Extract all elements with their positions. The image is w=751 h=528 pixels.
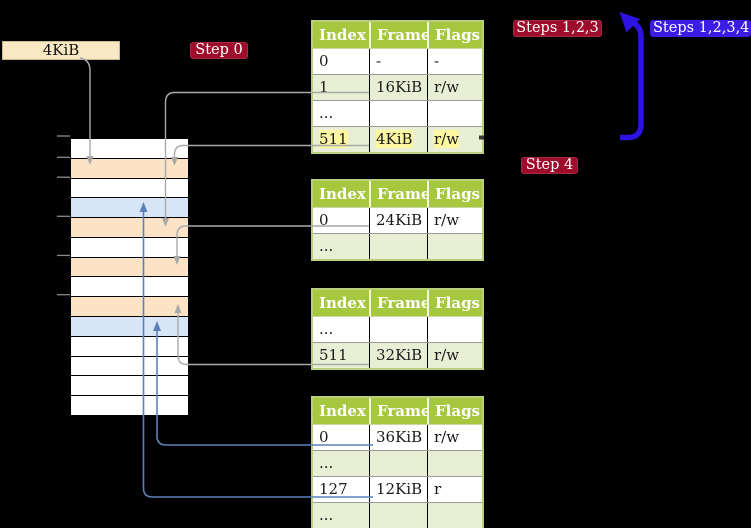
table-header-cell: Flags bbox=[427, 398, 482, 424]
table-cell: ... bbox=[319, 320, 334, 338]
table-cell bbox=[369, 503, 427, 528]
memory-row bbox=[71, 296, 188, 317]
memory-row bbox=[71, 236, 188, 257]
table-cell bbox=[369, 317, 427, 342]
table-cell bbox=[427, 503, 482, 528]
table-row: ... bbox=[313, 233, 482, 259]
table-header-cell: Frame bbox=[369, 290, 427, 316]
physical-memory bbox=[70, 138, 189, 416]
table-cell: 0 bbox=[319, 211, 329, 229]
memory-row bbox=[71, 139, 188, 158]
table-cell: 0 bbox=[319, 428, 329, 446]
table-header-cell: Index bbox=[319, 294, 366, 312]
frame-size-label: 4KiB bbox=[2, 41, 120, 60]
table-row: ... bbox=[313, 502, 482, 528]
memory-tick-marks bbox=[57, 135, 70, 296]
table-cell: ... bbox=[319, 454, 334, 472]
table-cell: 36KiB bbox=[369, 425, 427, 450]
table-cell bbox=[427, 451, 482, 476]
table-row: 1 16KiB r/w bbox=[313, 74, 482, 100]
steps123-badge: Steps 1,2,3 bbox=[513, 20, 602, 37]
memory-row bbox=[71, 395, 188, 415]
arrow-steps-loop bbox=[619, 12, 644, 141]
memory-row bbox=[71, 217, 188, 237]
table-header-row: Index Frame Flags bbox=[313, 290, 482, 316]
table-cell: r/w bbox=[427, 343, 482, 368]
table-cell: r/w bbox=[427, 127, 482, 152]
table-header-cell: Frame bbox=[369, 181, 427, 207]
table-header-cell: Index bbox=[319, 185, 366, 203]
table-header-row: Index Frame Flags bbox=[313, 181, 482, 207]
table-row: 0 36KiB r/w bbox=[313, 424, 482, 450]
table-cell bbox=[369, 234, 427, 259]
table-header-cell: Index bbox=[319, 402, 366, 420]
table-cell: 12KiB bbox=[369, 477, 427, 502]
table-cell: ... bbox=[319, 237, 334, 255]
page-table-level1-b: Index Frame Flags ... 511 32KiB r/w bbox=[311, 288, 484, 370]
page-table-level2: Index Frame Flags 0 - - 1 16KiB r/w ... … bbox=[311, 20, 484, 154]
memory-row bbox=[71, 276, 188, 297]
memory-row bbox=[71, 335, 188, 356]
table-header-cell: Flags bbox=[427, 22, 482, 48]
table-row: ... bbox=[313, 450, 482, 476]
table-cell: 0 bbox=[319, 52, 329, 70]
table-cell: 32KiB bbox=[369, 343, 427, 368]
table-cell: 24KiB bbox=[369, 208, 427, 233]
table-row: 511 4KiB r/w bbox=[313, 126, 482, 152]
table-cell: - bbox=[369, 49, 427, 74]
table-cell: 16KiB bbox=[369, 75, 427, 100]
memory-row bbox=[71, 355, 188, 376]
table-cell: ... bbox=[319, 104, 334, 122]
table-header-cell: Frame bbox=[369, 22, 427, 48]
table-cell: r/w bbox=[427, 208, 482, 233]
table-cell: ... bbox=[319, 506, 334, 524]
steps1234-badge: Steps 1,2,3,4 bbox=[650, 20, 751, 37]
table-cell: 511 bbox=[319, 346, 348, 364]
table-row: 0 24KiB r/w bbox=[313, 207, 482, 233]
memory-row bbox=[71, 177, 188, 198]
table-cell: 127 bbox=[319, 480, 348, 498]
table-cell: 511 bbox=[319, 130, 348, 148]
memory-row bbox=[71, 316, 188, 336]
table-header-row: Index Frame Flags bbox=[313, 398, 482, 424]
table-cell: r/w bbox=[427, 425, 482, 450]
table-row: ... bbox=[313, 316, 482, 342]
table-cell: - bbox=[427, 49, 482, 74]
table-row: ... bbox=[313, 100, 482, 126]
step0-badge: Step 0 bbox=[190, 42, 248, 59]
memory-row bbox=[71, 157, 188, 178]
page-table-level1-a: Index Frame Flags 0 24KiB r/w ... bbox=[311, 179, 484, 261]
table-header-cell: Index bbox=[319, 26, 366, 44]
memory-row bbox=[71, 256, 188, 277]
table-header-row: Index Frame Flags bbox=[313, 22, 482, 48]
table-header-cell: Flags bbox=[427, 290, 482, 316]
table-cell bbox=[369, 451, 427, 476]
table-cell: r/w bbox=[427, 75, 482, 100]
table-cell bbox=[427, 317, 482, 342]
table-cell: 1 bbox=[319, 78, 329, 96]
table-cell bbox=[427, 234, 482, 259]
table-header-cell: Flags bbox=[427, 181, 482, 207]
memory-row bbox=[71, 375, 188, 396]
table-row: 511 32KiB r/w bbox=[313, 342, 482, 368]
step4-badge: Step 4 bbox=[521, 157, 578, 174]
table-cell bbox=[369, 101, 427, 126]
table-header-cell: Frame bbox=[369, 398, 427, 424]
table-cell: r bbox=[427, 477, 482, 502]
table-row: 0 - - bbox=[313, 48, 482, 74]
table-cell bbox=[427, 101, 482, 126]
page-table-level1-c: Index Frame Flags 0 36KiB r/w ... 127 12… bbox=[311, 396, 484, 528]
table-cell: 4KiB bbox=[369, 127, 427, 152]
memory-row bbox=[71, 197, 188, 218]
table-row: 127 12KiB r bbox=[313, 476, 482, 502]
